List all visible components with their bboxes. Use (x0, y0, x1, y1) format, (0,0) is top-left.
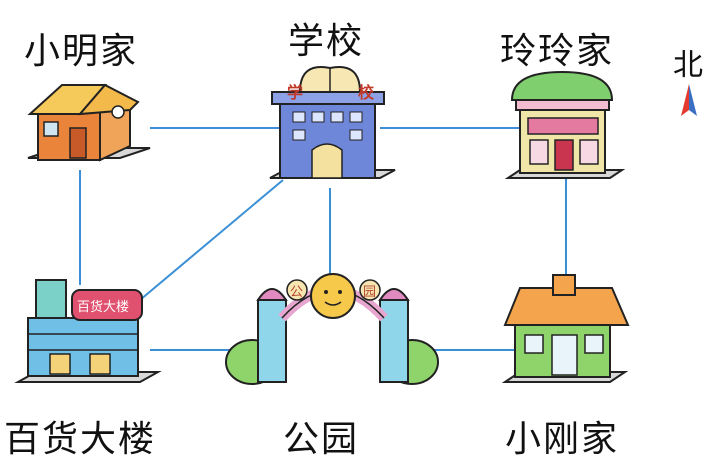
lingling-house-icon (504, 70, 626, 179)
road-network (79, 127, 567, 351)
label-xiaogang-home: 小刚家 (505, 419, 620, 460)
label-xiaoming-home: 小明家 (24, 31, 139, 72)
xiaoming-house-icon (27, 83, 151, 162)
park-sign-right: 园 (363, 285, 376, 300)
store-sign: 百货大楼 (77, 299, 129, 315)
label-department-store: 百货大楼 (4, 419, 157, 460)
label-lingling-home: 玲玲家 (500, 31, 615, 72)
road-school-store (139, 179, 284, 301)
xiaogang-house-icon (501, 274, 630, 383)
compass-north-label: 北 (673, 48, 703, 83)
school-building-icon: 学 校 (269, 66, 396, 179)
label-park: 公园 (283, 419, 360, 460)
label-school: 学校 (288, 21, 365, 62)
park-sign-left: 公 (290, 285, 303, 300)
school-sign-left: 学 (287, 83, 303, 102)
north-arrow-icon (681, 84, 697, 116)
park-gate-icon: 公 园 (225, 273, 439, 385)
school-sign-right: 校 (358, 83, 375, 102)
department-store-icon: 百货大楼 (14, 279, 162, 383)
